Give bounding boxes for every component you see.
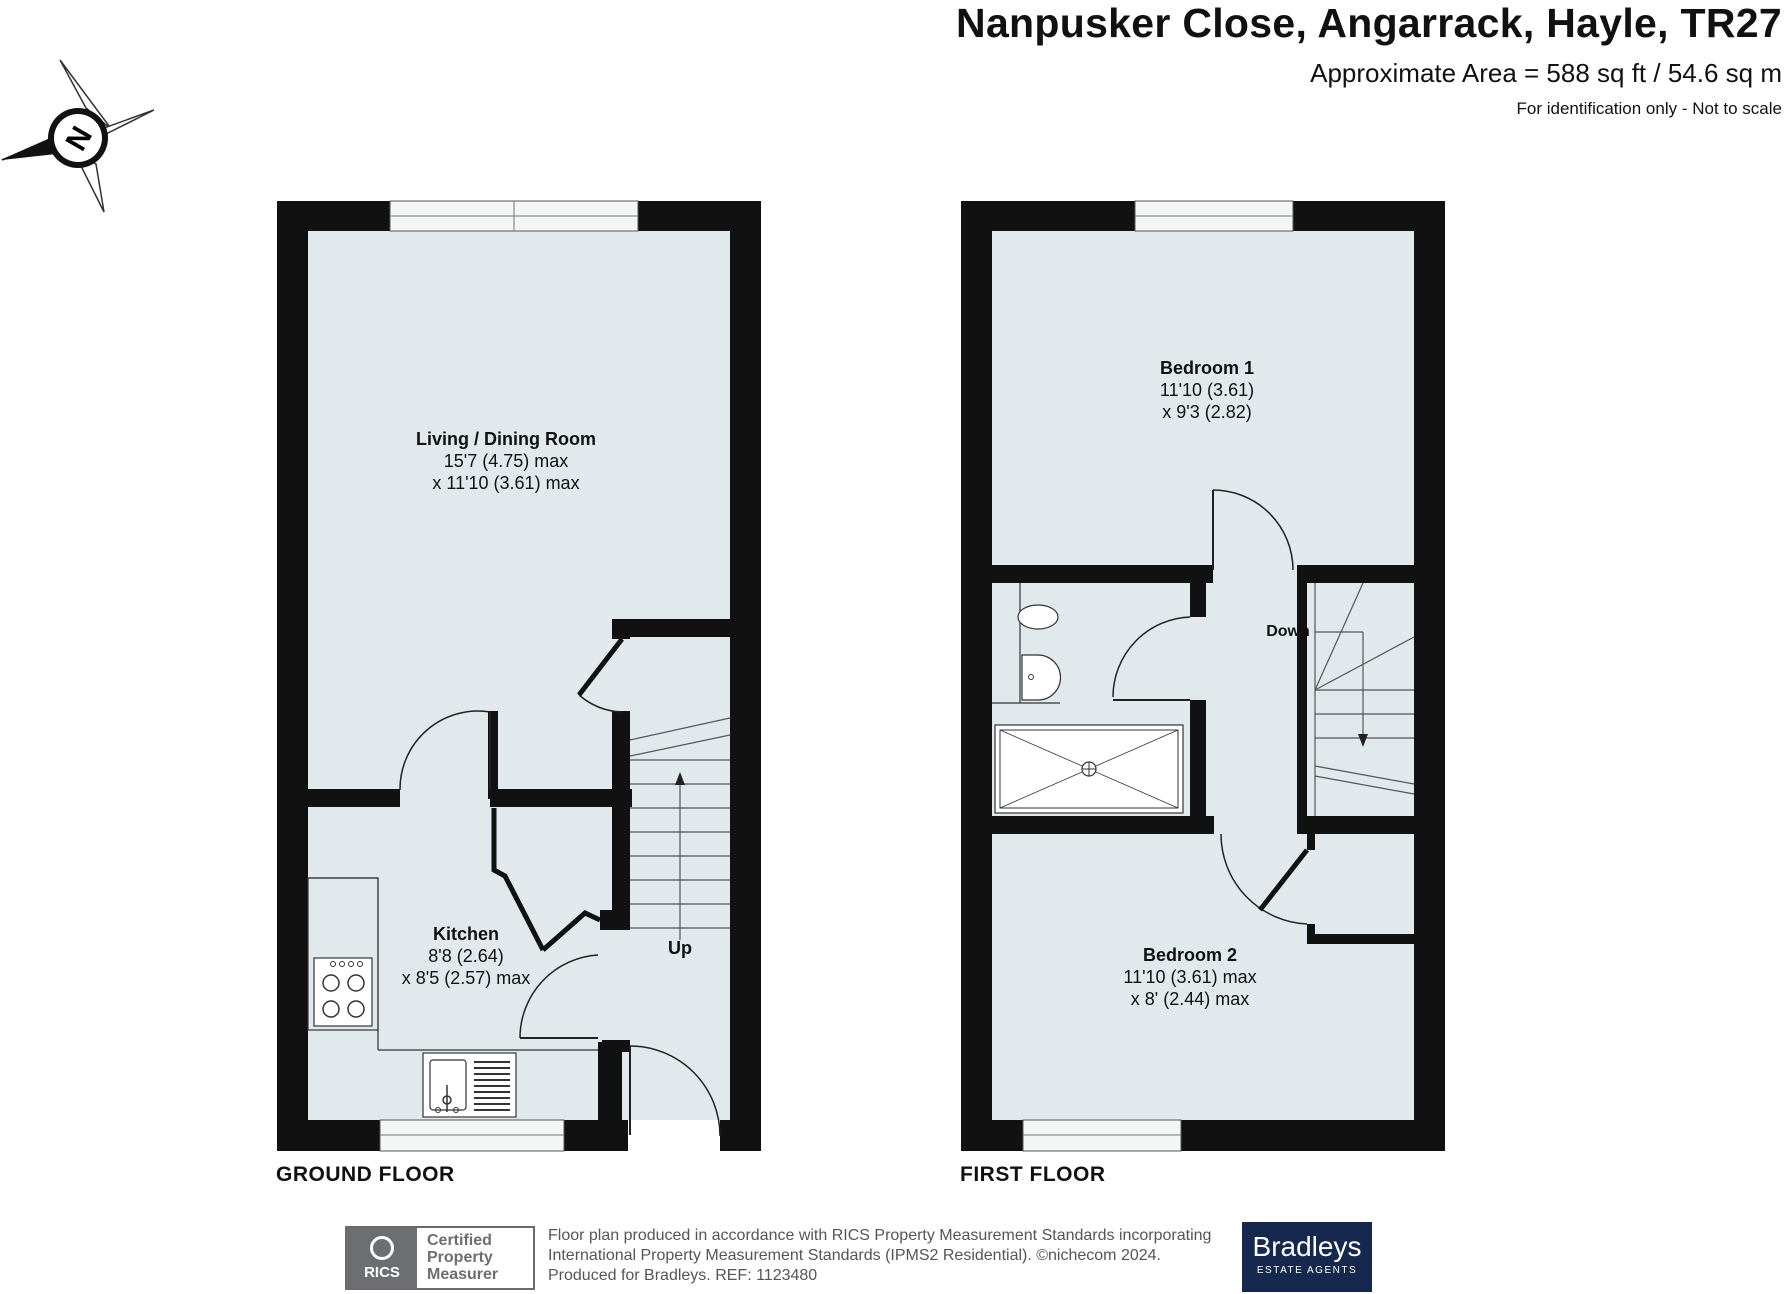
rics-cert-line: Measurer xyxy=(427,1266,499,1283)
room-dimension: x 8'5 (2.57) max xyxy=(401,968,531,988)
rics-cert-line: Property xyxy=(427,1249,493,1266)
room-name: Living / Dining Room xyxy=(416,429,596,449)
room-dimension: 8'8 (2.64) xyxy=(428,946,504,966)
stairs-down-label: Down xyxy=(1266,623,1310,640)
room-bedroom-2: Bedroom 2 11'10 (3.61) max x 8' (2.44) m… xyxy=(1123,944,1256,1010)
rics-logo-text: RICS xyxy=(364,1263,400,1281)
ground-floor-label: GROUND FLOOR xyxy=(276,1163,455,1186)
brand-name: Bradleys xyxy=(1252,1231,1362,1262)
rics-logo: RICS xyxy=(347,1228,417,1288)
rics-crest-icon xyxy=(370,1235,394,1260)
bradleys-logo: Bradleys ESTATE AGENTS xyxy=(1242,1222,1372,1292)
ground-floor-plan xyxy=(277,200,761,1152)
disclaimer-line: Produced for Bradleys. REF: 1123480 xyxy=(548,1267,818,1284)
stairs-up-label: Up xyxy=(668,938,692,958)
property-title: Nanpusker Close, Angarrack, Hayle, TR27 xyxy=(956,0,1782,46)
scale-note: For identification only - Not to scale xyxy=(1516,99,1782,118)
approximate-area: Approximate Area = 588 sq ft / 54.6 sq m xyxy=(1310,58,1782,88)
rics-certified-badge: RICS Certified Property Measurer xyxy=(345,1226,535,1290)
room-name: Bedroom 1 xyxy=(1159,358,1255,378)
compass-rose-icon: N xyxy=(1,59,155,213)
room-kitchen: Kitchen 8'8 (2.64) x 8'5 (2.57) max xyxy=(402,923,531,989)
rics-cert-text: Certified Property Measurer xyxy=(417,1228,533,1288)
disclaimer-line: International Property Measurement Stand… xyxy=(548,1247,1161,1264)
measurement-disclaimer: Floor plan produced in accordance with R… xyxy=(548,1226,1248,1286)
room-dimension: 11'10 (3.61) xyxy=(1159,380,1255,400)
room-bedroom-1: Bedroom 1 11'10 (3.61) x 9'3 (2.82) xyxy=(1160,357,1254,423)
brand-tagline: ESTATE AGENTS xyxy=(1256,1265,1358,1276)
room-dimension: x 9'3 (2.82) xyxy=(1162,402,1252,422)
disclaimer-line: Floor plan produced in accordance with R… xyxy=(548,1227,1212,1244)
first-floor-plan xyxy=(961,200,1445,1152)
room-living-dining: Living / Dining Room 15'7 (4.75) max x 1… xyxy=(416,428,596,494)
room-dimension: x 8' (2.44) max xyxy=(1130,989,1250,1009)
room-dimension: x 11'10 (3.61) max xyxy=(432,473,580,493)
room-name: Bedroom 2 xyxy=(1142,945,1238,965)
room-dimension: 15'7 (4.75) max xyxy=(443,451,569,471)
first-floor-label: FIRST FLOOR xyxy=(960,1163,1106,1186)
room-dimension: 11'10 (3.61) max xyxy=(1123,967,1257,987)
room-name: Kitchen xyxy=(432,924,499,944)
rics-cert-line: Certified xyxy=(427,1232,492,1249)
